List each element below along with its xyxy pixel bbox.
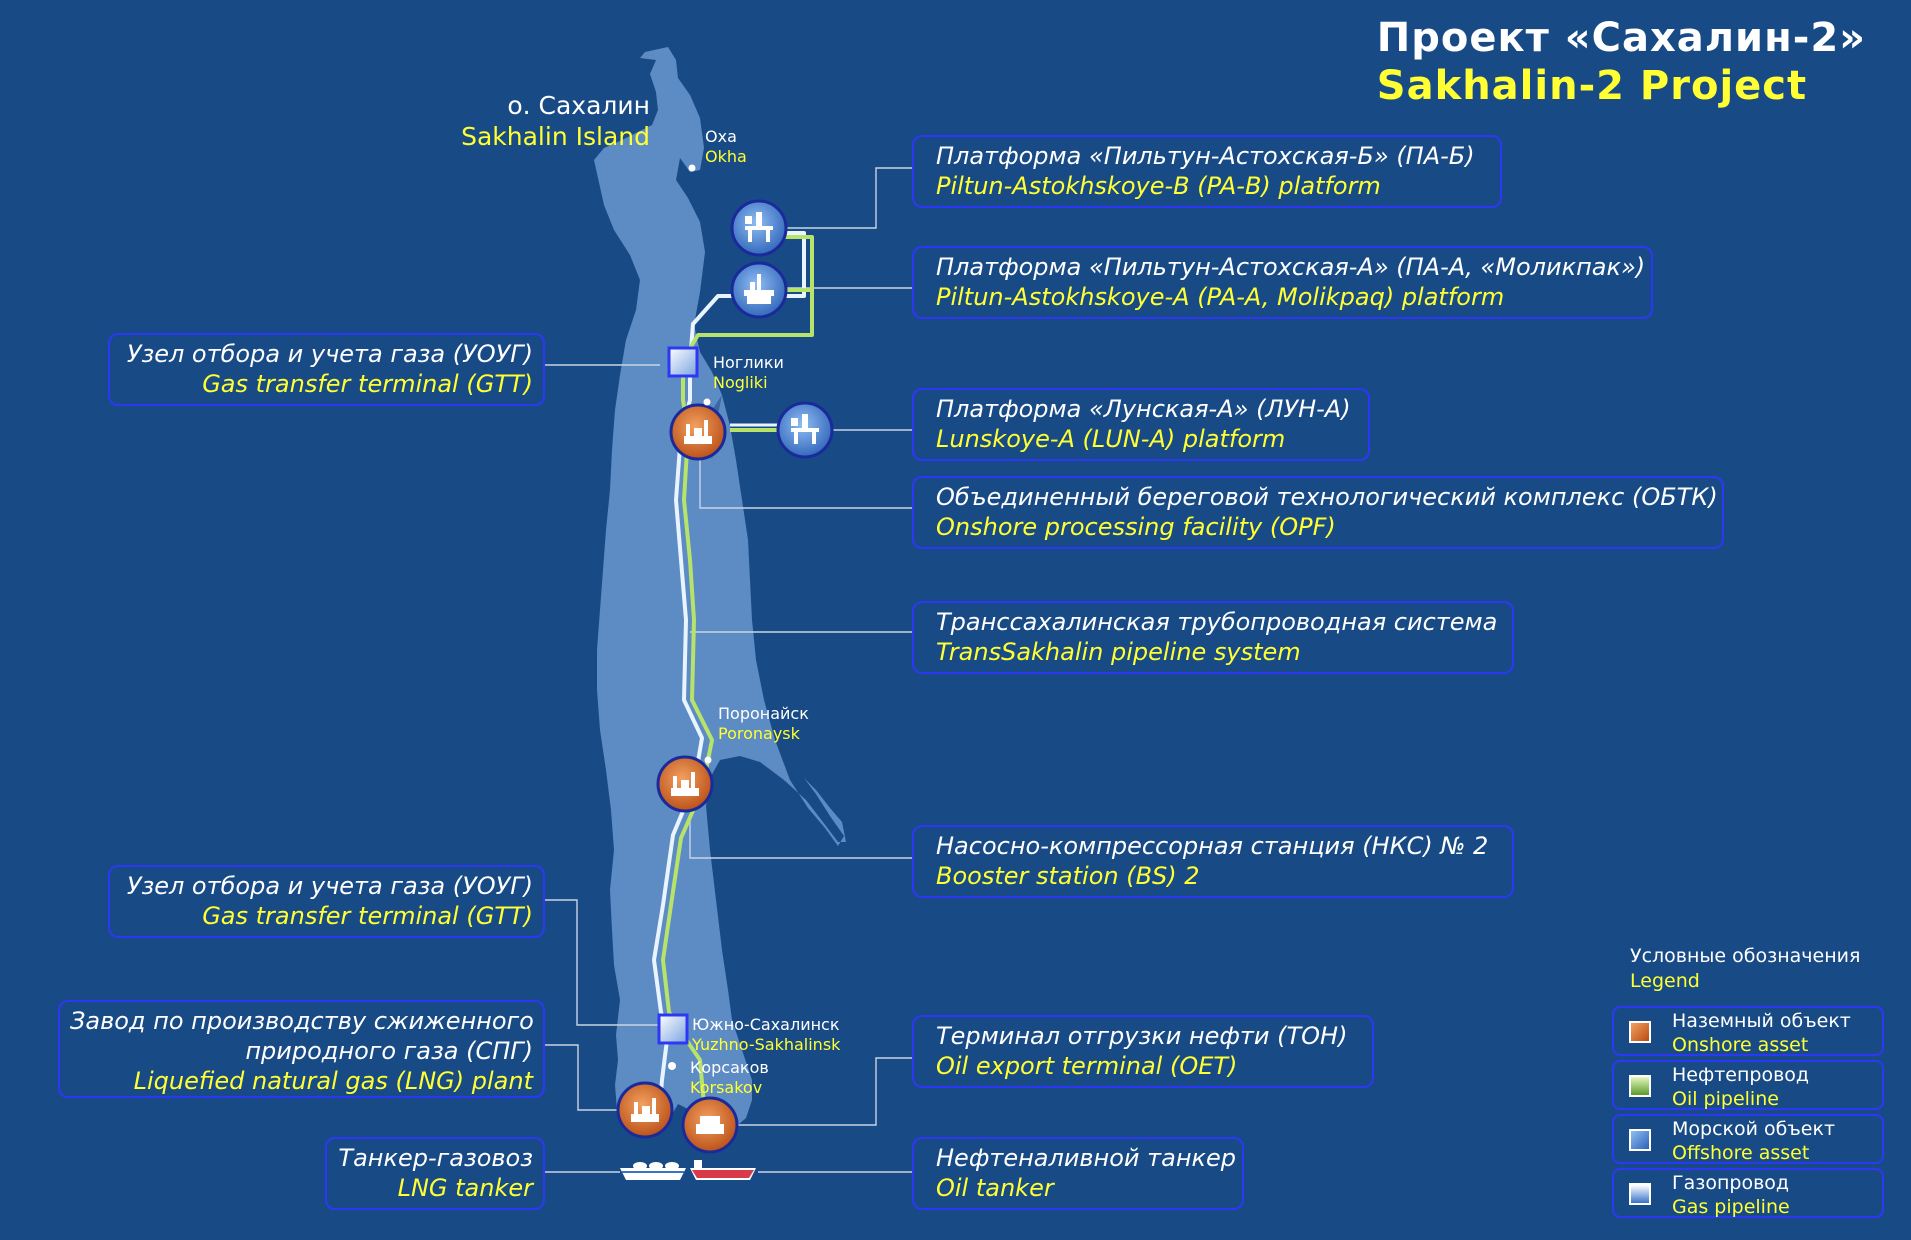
callout-lng-en: Liquefied natural gas (LNG) plant <box>133 1067 533 1095</box>
town-korsakov-en: Korsakov <box>690 1078 763 1097</box>
oil-tanker-icon[interactable] <box>690 1160 756 1180</box>
callout-lng-tanker-ru: Танкер-газовоз <box>338 1144 533 1172</box>
callout-opf-ru: Объединенный береговой технологический к… <box>936 483 1718 511</box>
callout-lun-a[interactable]: Платформа «Лунская-А» (ЛУН-А) Lunskoye-A… <box>912 388 1370 461</box>
legend-oil-en: Oil pipeline <box>1672 1088 1779 1110</box>
callout-lun-a-en: Lunskoye-A (LUN-A) platform <box>936 425 1286 453</box>
callout-lng-ru1: Завод по производству сжиженного <box>70 1007 534 1035</box>
callout-gtt-south-en: Gas transfer terminal (GTT) <box>202 902 533 930</box>
legend-title-ru: Условные обозначения <box>1630 945 1861 967</box>
callout-pa-b-ru: Платформа «Пильтун-Астохская-Б» (ПА-Б) <box>936 142 1475 170</box>
town-okha-en: Okha <box>705 147 747 166</box>
town-korsakov: Корсаков Korsakov <box>690 1058 769 1098</box>
callout-oet[interactable]: Терминал отгрузки нефти (ТОН) Oil export… <box>912 1015 1374 1088</box>
callout-pa-a[interactable]: Платформа «Пильтун-Астохская-А» (ПА-А, «… <box>912 246 1653 319</box>
callout-pa-a-ru: Платформа «Пильтун-Астохская-А» (ПА-А, «… <box>936 253 1646 281</box>
island-label: о. Сахалин Sakhalin Island <box>430 90 650 152</box>
legend-onshore-ru: Наземный объект <box>1672 1010 1851 1032</box>
callout-opf[interactable]: Объединенный береговой технологический к… <box>912 476 1724 549</box>
town-poronaysk-en: Poronaysk <box>718 724 800 743</box>
title-en: Sakhalin-2 Project <box>1376 63 1808 109</box>
callout-gtt-south[interactable]: Узел отбора и учета газа (УОУГ) Gas tran… <box>108 865 545 938</box>
town-okha: Оха Okha <box>705 127 747 167</box>
oil-pipeline-swatch <box>1629 1075 1651 1097</box>
legend-offshore-ru: Морской объект <box>1672 1118 1836 1140</box>
callout-oil-tanker-ru: Нефтеналивной танкер <box>936 1144 1237 1172</box>
legend-oil-ru: Нефтепровод <box>1672 1064 1810 1086</box>
legend-title-en: Legend <box>1630 970 1700 992</box>
callout-pa-b-en: Piltun-Astokhskoye-B (PA-B) platform <box>936 172 1381 200</box>
legend-item-oil-pipeline: Нефтепровод Oil pipeline <box>1612 1060 1884 1110</box>
callout-pipeline-ru: Транссахалинская трубопроводная система <box>936 608 1498 636</box>
legend-onshore-en: Onshore asset <box>1672 1034 1809 1056</box>
callout-oet-ru: Терминал отгрузки нефти (ТОН) <box>936 1022 1348 1050</box>
callout-lun-a-ru: Платформа «Лунская-А» (ЛУН-А) <box>936 395 1351 423</box>
oil-pipeline-line <box>661 235 814 1129</box>
callout-gtt-north-en: Gas transfer terminal (GTT) <box>202 370 533 398</box>
callout-lng-plant[interactable]: Завод по производству сжиженного природн… <box>58 1000 545 1098</box>
callout-booster-ru: Насосно-компрессорная станция (НКС) № 2 <box>936 832 1489 860</box>
platform-pa-b-icon[interactable] <box>730 199 788 257</box>
town-yuzhno-sakhalinsk: Южно-Сахалинск Yuzhno-Sakhalinsk <box>692 1015 840 1055</box>
callout-gtt-north[interactable]: Узел отбора и учета газа (УОУГ) Gas tran… <box>108 333 545 406</box>
gas-pipeline-line <box>652 231 806 1129</box>
offshore-asset-swatch <box>1629 1129 1651 1151</box>
callout-oet-en: Oil export terminal (OET) <box>936 1052 1238 1080</box>
callout-oil-tanker[interactable]: Нефтеналивной танкер Oil tanker <box>912 1137 1244 1210</box>
legend-item-offshore: Морской объект Offshore asset <box>1612 1114 1884 1164</box>
callout-pa-b[interactable]: Платформа «Пильтун-Астохская-Б» (ПА-Б) P… <box>912 135 1502 208</box>
callout-lng-ru2: природного газа (СПГ) <box>245 1037 533 1065</box>
legend-item-onshore: Наземный объект Onshore asset <box>1612 1006 1884 1056</box>
legend-gas-en: Gas pipeline <box>1672 1196 1790 1218</box>
platform-lun-a-icon[interactable] <box>776 401 834 459</box>
gtt-south-icon[interactable] <box>657 1013 689 1045</box>
town-nogliki-en: Nogliki <box>713 373 768 392</box>
callout-gtt-south-ru: Узел отбора и учета газа (УОУГ) <box>126 872 533 900</box>
town-nogliki: Ноглики Nogliki <box>713 353 784 393</box>
town-korsakov-ru: Корсаков <box>690 1058 769 1077</box>
sakhalin-island-shape <box>594 47 846 1142</box>
gtt-north-icon[interactable] <box>667 346 699 378</box>
callout-opf-en: Onshore processing facility (OPF) <box>936 513 1336 541</box>
callout-pa-a-en: Piltun-Astokhskoye-A (PA-A, Molikpaq) pl… <box>936 283 1505 311</box>
title-block: Проект «Сахалин-2» Sakhalin-2 Project <box>1377 14 1866 110</box>
town-poronaysk-ru: Поронайск <box>718 704 809 723</box>
legend-title: Условные обозначения Legend <box>1630 944 1860 994</box>
legend-item-gas-pipeline: Газопровод Gas pipeline <box>1612 1168 1884 1218</box>
island-name-ru: о. Сахалин <box>507 91 650 120</box>
island-name-en: Sakhalin Island <box>461 122 650 151</box>
onshore-asset-swatch <box>1629 1021 1651 1043</box>
booster-station-icon[interactable] <box>656 755 714 813</box>
legend-gas-ru: Газопровод <box>1672 1172 1790 1194</box>
callout-booster[interactable]: Насосно-компрессорная станция (НКС) № 2 … <box>912 825 1514 898</box>
town-nogliki-ru: Ноглики <box>713 353 784 372</box>
platform-pa-a-icon[interactable] <box>730 261 788 319</box>
callout-lng-tanker[interactable]: Танкер-газовоз LNG tanker <box>325 1137 545 1210</box>
oil-export-terminal-icon[interactable] <box>681 1096 739 1154</box>
town-okha-ru: Оха <box>705 127 737 146</box>
lng-tanker-icon[interactable] <box>620 1162 686 1180</box>
callout-pipeline-en: TransSakhalin pipeline system <box>936 638 1301 666</box>
town-yuzhno-ru: Южно-Сахалинск <box>692 1015 840 1034</box>
callout-oil-tanker-en: Oil tanker <box>936 1174 1054 1202</box>
town-yuzhno-en: Yuzhno-Sakhalinsk <box>692 1035 841 1054</box>
lng-plant-icon[interactable] <box>616 1081 674 1139</box>
callout-lng-tanker-en: LNG tanker <box>397 1174 533 1202</box>
legend-offshore-en: Offshore asset <box>1672 1142 1810 1164</box>
callout-pipeline[interactable]: Транссахалинская трубопроводная система … <box>912 601 1514 674</box>
town-poronaysk: Поронайск Poronaysk <box>718 704 809 744</box>
callout-gtt-north-ru: Узел отбора и учета газа (УОУГ) <box>126 340 533 368</box>
opf-icon[interactable] <box>669 403 727 461</box>
gas-pipeline-swatch <box>1629 1183 1651 1205</box>
title-ru: Проект «Сахалин-2» <box>1376 15 1866 61</box>
callout-booster-en: Booster station (BS) 2 <box>936 862 1200 890</box>
